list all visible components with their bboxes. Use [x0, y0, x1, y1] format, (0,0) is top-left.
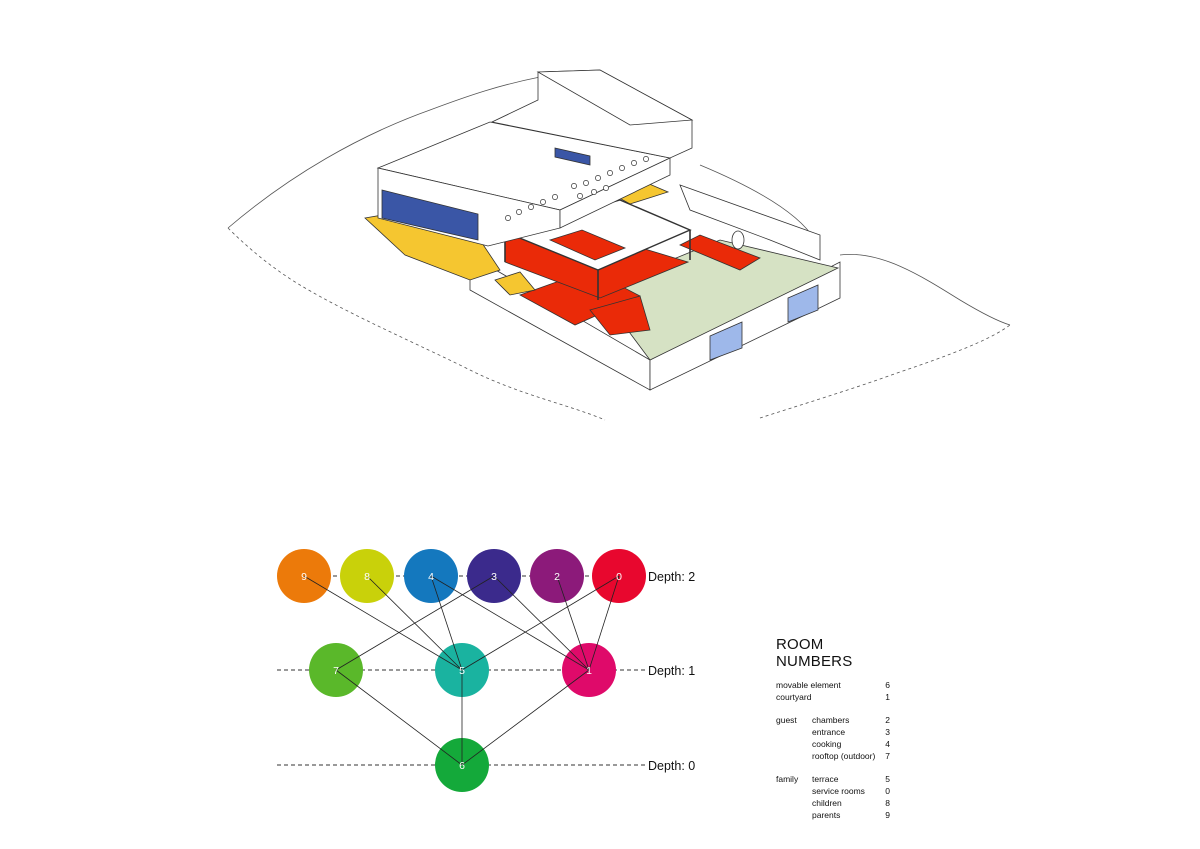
- room-node-label: 3: [491, 571, 497, 583]
- legend-room-label: chambers: [812, 715, 850, 725]
- legend-row: guest chambers 2: [776, 714, 896, 726]
- u-frame-opening: [548, 229, 627, 261]
- room-node-label: 0: [616, 571, 622, 583]
- legend-row: children 8: [776, 797, 896, 809]
- room-node-label: 1: [586, 665, 592, 677]
- graph-edge-3-1: [493, 575, 590, 671]
- legend-gap: [776, 703, 896, 714]
- legend-row: family terrace 5: [776, 773, 896, 785]
- room-numbers-legend: ROOM NUMBERS movable element 6 courtyard 1 g…: [776, 636, 896, 821]
- legend-title: ROOM NUMBERS: [776, 636, 853, 670]
- room-node-label: 8: [364, 571, 370, 583]
- graph-edge-1-6: [461, 669, 590, 766]
- round-window: [731, 230, 745, 250]
- legend-row: entrance 3: [776, 726, 896, 738]
- depth-label: Depth: 1: [648, 664, 695, 678]
- legend-room-number: 3: [885, 727, 890, 737]
- upper-volume-blue-window: [381, 189, 479, 241]
- legend-room-number: 2: [885, 715, 890, 725]
- legend-row: courtyard 1: [776, 691, 896, 703]
- room-node-label: 7: [333, 665, 339, 677]
- room-node-label: 2: [554, 571, 560, 583]
- room-node-label: 6: [459, 760, 465, 772]
- room-node-label: 9: [301, 571, 307, 583]
- legend-group-name: family: [776, 774, 799, 784]
- legend-room-number: 6: [885, 680, 890, 690]
- facade-perforations: [505, 156, 649, 221]
- depth-label: Depth: 0: [648, 759, 695, 773]
- graph-edge-0-5: [461, 575, 620, 671]
- site-outline-right: [839, 253, 1011, 326]
- graph-edge-2-1: [556, 575, 590, 671]
- legend-room-number: 1: [885, 692, 890, 702]
- zone-red-2: [589, 295, 651, 336]
- upper-blue-slot: [554, 147, 591, 166]
- legend-room-number: 5: [885, 774, 890, 784]
- legend-room-number: 8: [885, 798, 890, 808]
- depth-graph: Depth: 2 Depth: 1 Depth: 0 9 8 4 3 2 0 7 5 1 6: [277, 549, 695, 792]
- legend-room-label: parents: [812, 810, 841, 820]
- graph-edge-4-5: [430, 575, 463, 671]
- graph-edge-3-7: [335, 575, 495, 671]
- graph-edge-9-5: [303, 575, 463, 671]
- zone-yellow-small: [494, 271, 536, 296]
- legend-gap: [776, 762, 896, 773]
- legend-room-label: cooking: [812, 739, 842, 749]
- legend-room-label: entrance: [812, 727, 846, 737]
- legend-row: movable element 6: [776, 679, 896, 691]
- legend-room-label: terrace: [812, 774, 839, 784]
- room-node-label: 4: [428, 571, 434, 583]
- legend-room-label: children: [812, 798, 842, 808]
- legend-row: rooftop (outdoor) 7: [776, 750, 896, 762]
- graph-edge-4-1: [430, 575, 590, 671]
- site-outline-right-dashed: [759, 324, 1011, 419]
- legend-room-number: 0: [885, 786, 890, 796]
- graph-edge-0-1: [588, 575, 620, 671]
- legend-room-number: 9: [885, 810, 890, 820]
- graph-edge-7-6: [335, 669, 463, 766]
- legend-room-number: 7: [885, 751, 890, 761]
- legend-room-label: rooftop (outdoor): [812, 751, 876, 761]
- legend-group-name: guest: [776, 715, 797, 725]
- legend-row: service rooms 0: [776, 785, 896, 797]
- legend-room-label: courtyard: [776, 692, 812, 702]
- legend-room-label: service rooms: [812, 786, 865, 796]
- axonometric-house-drawing: [227, 69, 1011, 421]
- legend-row: cooking 4: [776, 738, 896, 750]
- opening-blue-2: [787, 284, 819, 323]
- legend-row: parents 9: [776, 809, 896, 821]
- upper-volume-right-face: [559, 157, 671, 229]
- zone-red-3: [679, 234, 761, 271]
- legend-room-label: movable element: [776, 680, 841, 690]
- opening-blue-1: [709, 321, 743, 361]
- depth-label: Depth: 2: [648, 570, 695, 584]
- legend-body: movable element 6 courtyard 1 guest chambers 2…: [776, 679, 896, 821]
- roof-channel-top: [536, 69, 694, 126]
- back-wall: [679, 184, 821, 261]
- room-node-label: 5: [459, 665, 465, 677]
- legend-room-number: 4: [885, 739, 890, 749]
